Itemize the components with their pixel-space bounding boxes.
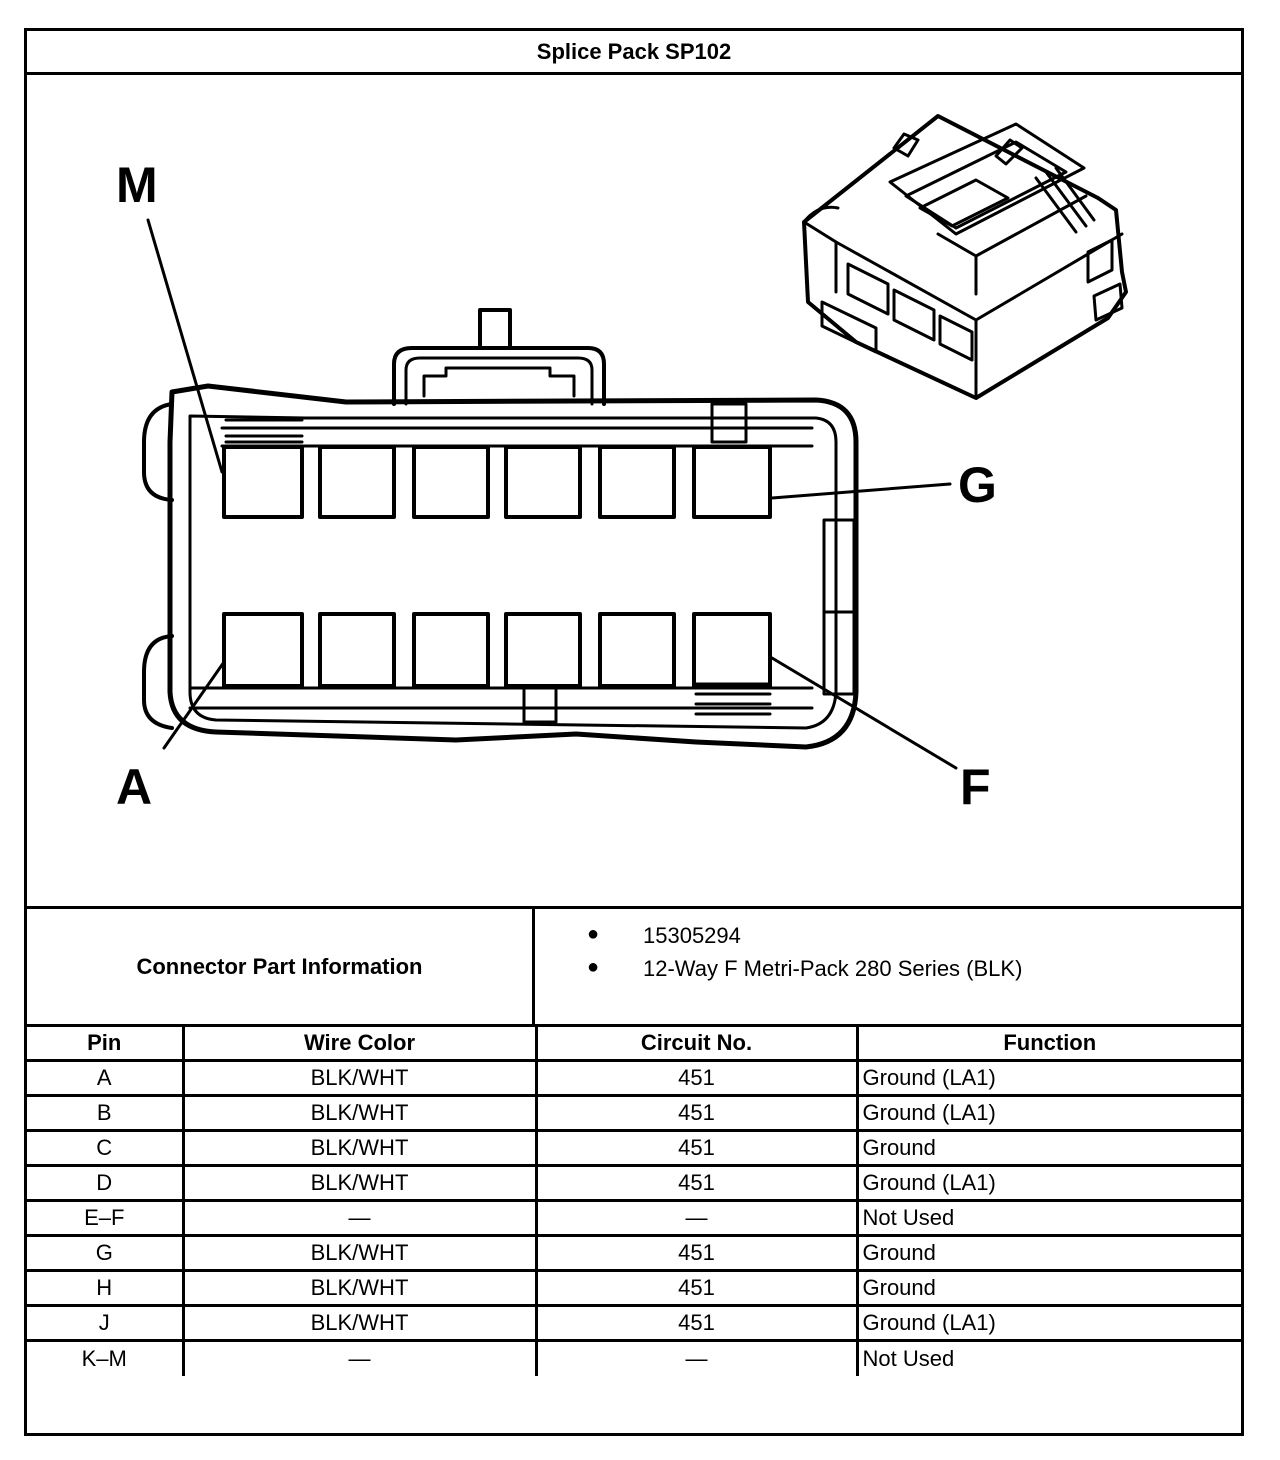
page-title: Splice Pack SP102 — [27, 31, 1241, 75]
circuit-cell: 451 — [534, 1304, 859, 1342]
function-cell: Not Used — [855, 1339, 1241, 1376]
pinout-table: Pin Wire Color Circuit No. Function A BL… — [27, 1024, 1241, 1376]
function-cell: Ground (LA1) — [855, 1059, 1241, 1097]
table-row: K–M — — Not Used — [27, 1339, 1241, 1376]
pin-cell: E–F — [27, 1199, 185, 1237]
function-cell: Ground — [855, 1234, 1241, 1272]
pin-cell: K–M — [27, 1339, 185, 1376]
table-row: A BLK/WHT 451 Ground (LA1) — [27, 1059, 1241, 1097]
circuit-cell: 451 — [534, 1129, 859, 1167]
wire-color-cell: BLK/WHT — [181, 1164, 538, 1202]
table-row: J BLK/WHT 451 Ground (LA1) — [27, 1304, 1241, 1342]
wire-color-cell: BLK/WHT — [181, 1269, 538, 1307]
wire-color-cell: BLK/WHT — [181, 1094, 538, 1132]
pin-cell: H — [27, 1269, 185, 1307]
connector-part-information: Connector Part Information ● 15305294 ● … — [27, 906, 1241, 1024]
connector-description: 12-Way F Metri-Pack 280 Series (BLK) — [643, 956, 1023, 981]
wire-color-cell: BLK/WHT — [181, 1059, 538, 1097]
circuit-cell: 451 — [534, 1094, 859, 1132]
wire-color-cell: — — [181, 1339, 538, 1376]
part-number: 15305294 — [643, 923, 741, 948]
table-row: B BLK/WHT 451 Ground (LA1) — [27, 1094, 1241, 1132]
table-row: C BLK/WHT 451 Ground — [27, 1129, 1241, 1167]
table-header-row: Pin Wire Color Circuit No. Function — [27, 1024, 1241, 1062]
connector-info-label: Connector Part Information — [27, 909, 535, 1024]
pin-cell: J — [27, 1304, 185, 1342]
function-cell: Not Used — [855, 1199, 1241, 1237]
function-cell: Ground (LA1) — [855, 1164, 1241, 1202]
header-circuit-no: Circuit No. — [534, 1024, 859, 1062]
wire-color-cell: BLK/WHT — [181, 1129, 538, 1167]
circuit-cell: 451 — [534, 1059, 859, 1097]
circuit-cell: — — [534, 1199, 859, 1237]
header-function: Function — [855, 1024, 1241, 1062]
header-wire-color: Wire Color — [181, 1024, 538, 1062]
pin-cell: D — [27, 1164, 185, 1202]
function-cell: Ground (LA1) — [855, 1094, 1241, 1132]
pin-cell: C — [27, 1129, 185, 1167]
function-cell: Ground — [855, 1129, 1241, 1167]
table-row: H BLK/WHT 451 Ground — [27, 1269, 1241, 1307]
connector-info-list: ● 15305294 ● 12-Way F Metri-Pack 280 Ser… — [535, 909, 1241, 1024]
circuit-cell: 451 — [534, 1234, 859, 1272]
function-cell: Ground (LA1) — [855, 1304, 1241, 1342]
pin-cell: G — [27, 1234, 185, 1272]
pin-cell: B — [27, 1094, 185, 1132]
wire-color-cell: BLK/WHT — [181, 1234, 538, 1272]
circuit-cell: 451 — [534, 1164, 859, 1202]
wire-color-cell: — — [181, 1199, 538, 1237]
bullet-icon: ● — [587, 956, 600, 978]
table-row: G BLK/WHT 451 Ground — [27, 1234, 1241, 1272]
circuit-cell: — — [534, 1339, 859, 1376]
wire-color-cell: BLK/WHT — [181, 1304, 538, 1342]
table-row: E–F — — Not Used — [27, 1199, 1241, 1237]
bullet-icon: ● — [587, 923, 600, 945]
table-row: D BLK/WHT 451 Ground (LA1) — [27, 1164, 1241, 1202]
circuit-cell: 451 — [534, 1269, 859, 1307]
header-pin: Pin — [27, 1024, 185, 1062]
pin-cell: A — [27, 1059, 185, 1097]
connector-sheet: Splice Pack SP102 Connector Part Informa… — [24, 28, 1244, 1436]
function-cell: Ground — [855, 1269, 1241, 1307]
